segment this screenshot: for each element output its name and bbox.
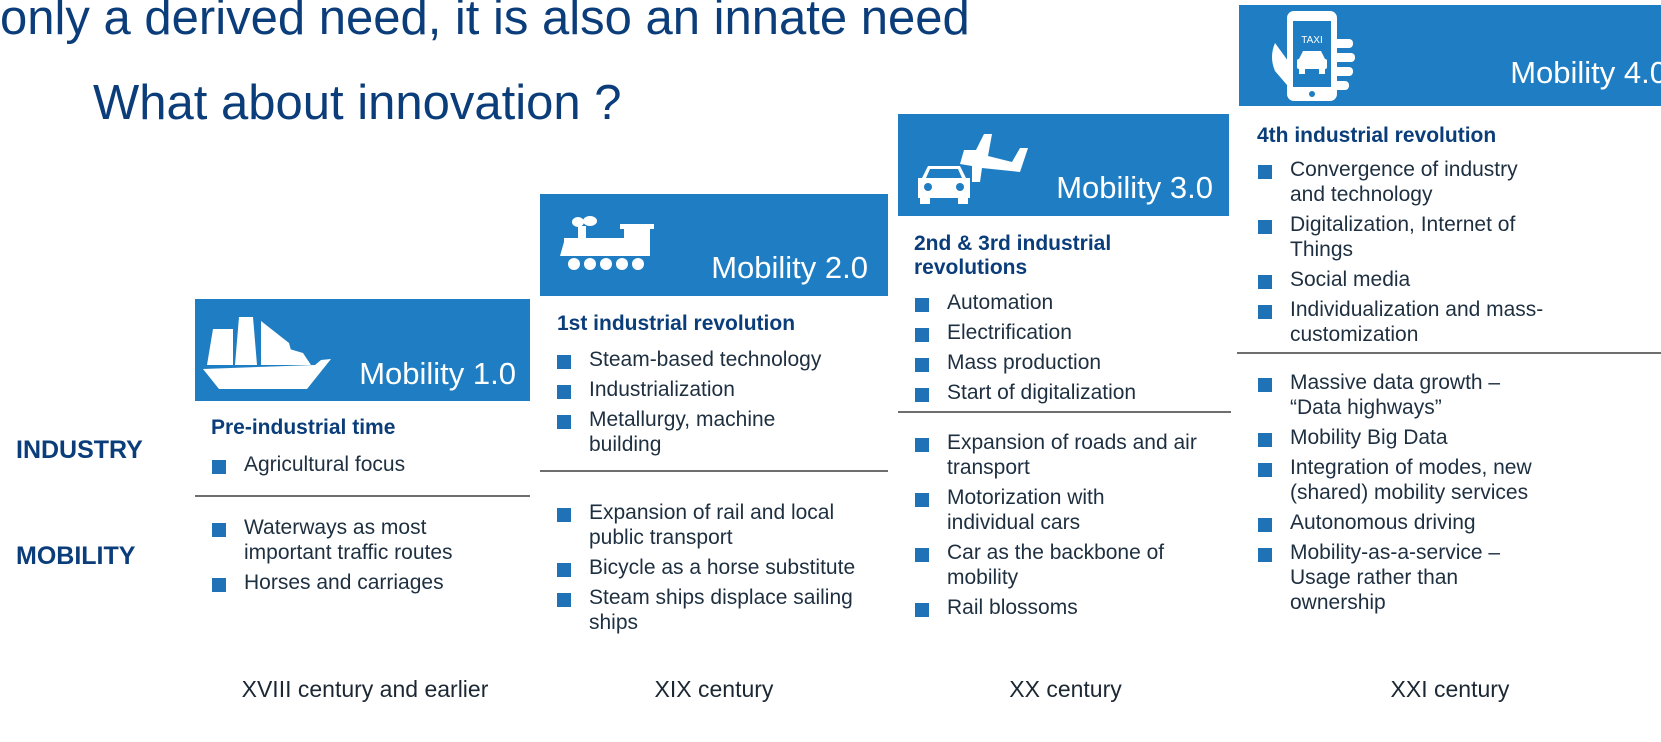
stage-header: Mobility 1.0 xyxy=(195,299,530,401)
list-item: Metallurgy, machine building xyxy=(557,407,819,457)
stage-title: Mobility 4.0 xyxy=(1510,55,1661,90)
list-item: Autonomous driving xyxy=(1258,510,1558,535)
century-label: XIX century xyxy=(654,676,774,702)
list-item: Car as the backbone of mobility xyxy=(915,540,1227,590)
row-label-industry: INDUSTRY xyxy=(16,436,143,464)
stage-heading: 2nd & 3rd industrial revolutions xyxy=(914,232,1112,279)
list-item: Convergence of industry and technology xyxy=(1258,157,1550,207)
century-label: XX century xyxy=(1009,676,1122,702)
sailing-ship-icon xyxy=(203,317,331,389)
list-item: Digitalization, Internet of Things xyxy=(1258,212,1550,262)
stage-header: Mobility 3.0 xyxy=(898,114,1229,216)
mobility-list: Waterways as most important traffic rout… xyxy=(212,515,512,600)
list-item: Agricultural focus xyxy=(212,452,512,477)
list-item: Horses and carriages xyxy=(212,570,512,595)
list-item: Waterways as most important traffic rout… xyxy=(212,515,512,565)
stage-title: Mobility 2.0 xyxy=(711,250,868,285)
industry-list: Agricultural focus xyxy=(212,452,512,482)
mobility-list: Expansion of rail and local public trans… xyxy=(557,500,879,640)
list-item: Start of digitalization xyxy=(915,380,1215,405)
stage-title: Mobility 1.0 xyxy=(359,356,516,391)
divider xyxy=(898,411,1231,413)
list-item: Automation xyxy=(915,290,1215,315)
list-item: Electrification xyxy=(915,320,1215,345)
stage-title: Mobility 3.0 xyxy=(1056,170,1213,205)
list-item: Expansion of roads and air transport xyxy=(915,430,1225,480)
list-item: Industrialization xyxy=(557,377,857,402)
title-line-1: only a derived need, it is also an innat… xyxy=(0,0,970,45)
mobility-list: Massive data growth – “Data highways” Mo… xyxy=(1258,370,1558,620)
list-item: Rail blossoms xyxy=(915,595,1225,620)
stage-heading: 1st industrial revolution xyxy=(557,312,796,335)
car-airplane-icon xyxy=(918,134,1028,204)
list-item: Mobility-as-a-service – Usage rather tha… xyxy=(1258,540,1530,615)
list-item: Bicycle as a horse substitute xyxy=(557,555,879,580)
title-line-2: What about innovation ? xyxy=(93,76,622,130)
stage-header: TAXI Mobility 4.0 xyxy=(1239,5,1661,106)
list-item: Steam ships displace sailing ships xyxy=(557,585,859,635)
divider xyxy=(195,495,530,497)
stage-heading: Pre-industrial time xyxy=(211,416,396,439)
mobility-list: Expansion of roads and air transport Mot… xyxy=(915,430,1225,625)
row-label-mobility: MOBILITY xyxy=(16,542,136,570)
divider xyxy=(540,470,888,472)
industry-list: Steam-based technology Industrialization… xyxy=(557,347,857,462)
list-item: Motorization with individual cars xyxy=(915,485,1187,535)
century-label: XVIII century and earlier xyxy=(241,676,489,702)
industry-list: Automation Electrification Mass producti… xyxy=(915,290,1215,410)
smartphone-taxi-icon: TAXI xyxy=(1272,11,1355,101)
list-item: Social media xyxy=(1258,267,1558,292)
list-item: Steam-based technology xyxy=(557,347,857,372)
stage-header: Mobility 2.0 xyxy=(540,194,888,296)
industry-list: Convergence of industry and technology D… xyxy=(1258,157,1558,352)
list-item: Expansion of rail and local public trans… xyxy=(557,500,849,550)
list-item: Mass production xyxy=(915,350,1215,375)
stage-heading: 4th industrial revolution xyxy=(1257,124,1497,147)
list-item: Mobility Big Data xyxy=(1258,425,1558,450)
svg-text:TAXI: TAXI xyxy=(1301,35,1322,46)
list-item: Massive data growth – “Data highways” xyxy=(1258,370,1530,420)
divider xyxy=(1237,352,1661,354)
century-label: XXI century xyxy=(1390,676,1510,702)
steam-train-icon xyxy=(560,216,654,270)
list-item: Individualization and mass-customization xyxy=(1258,297,1558,347)
list-item: Integration of modes, new (shared) mobil… xyxy=(1258,455,1558,505)
